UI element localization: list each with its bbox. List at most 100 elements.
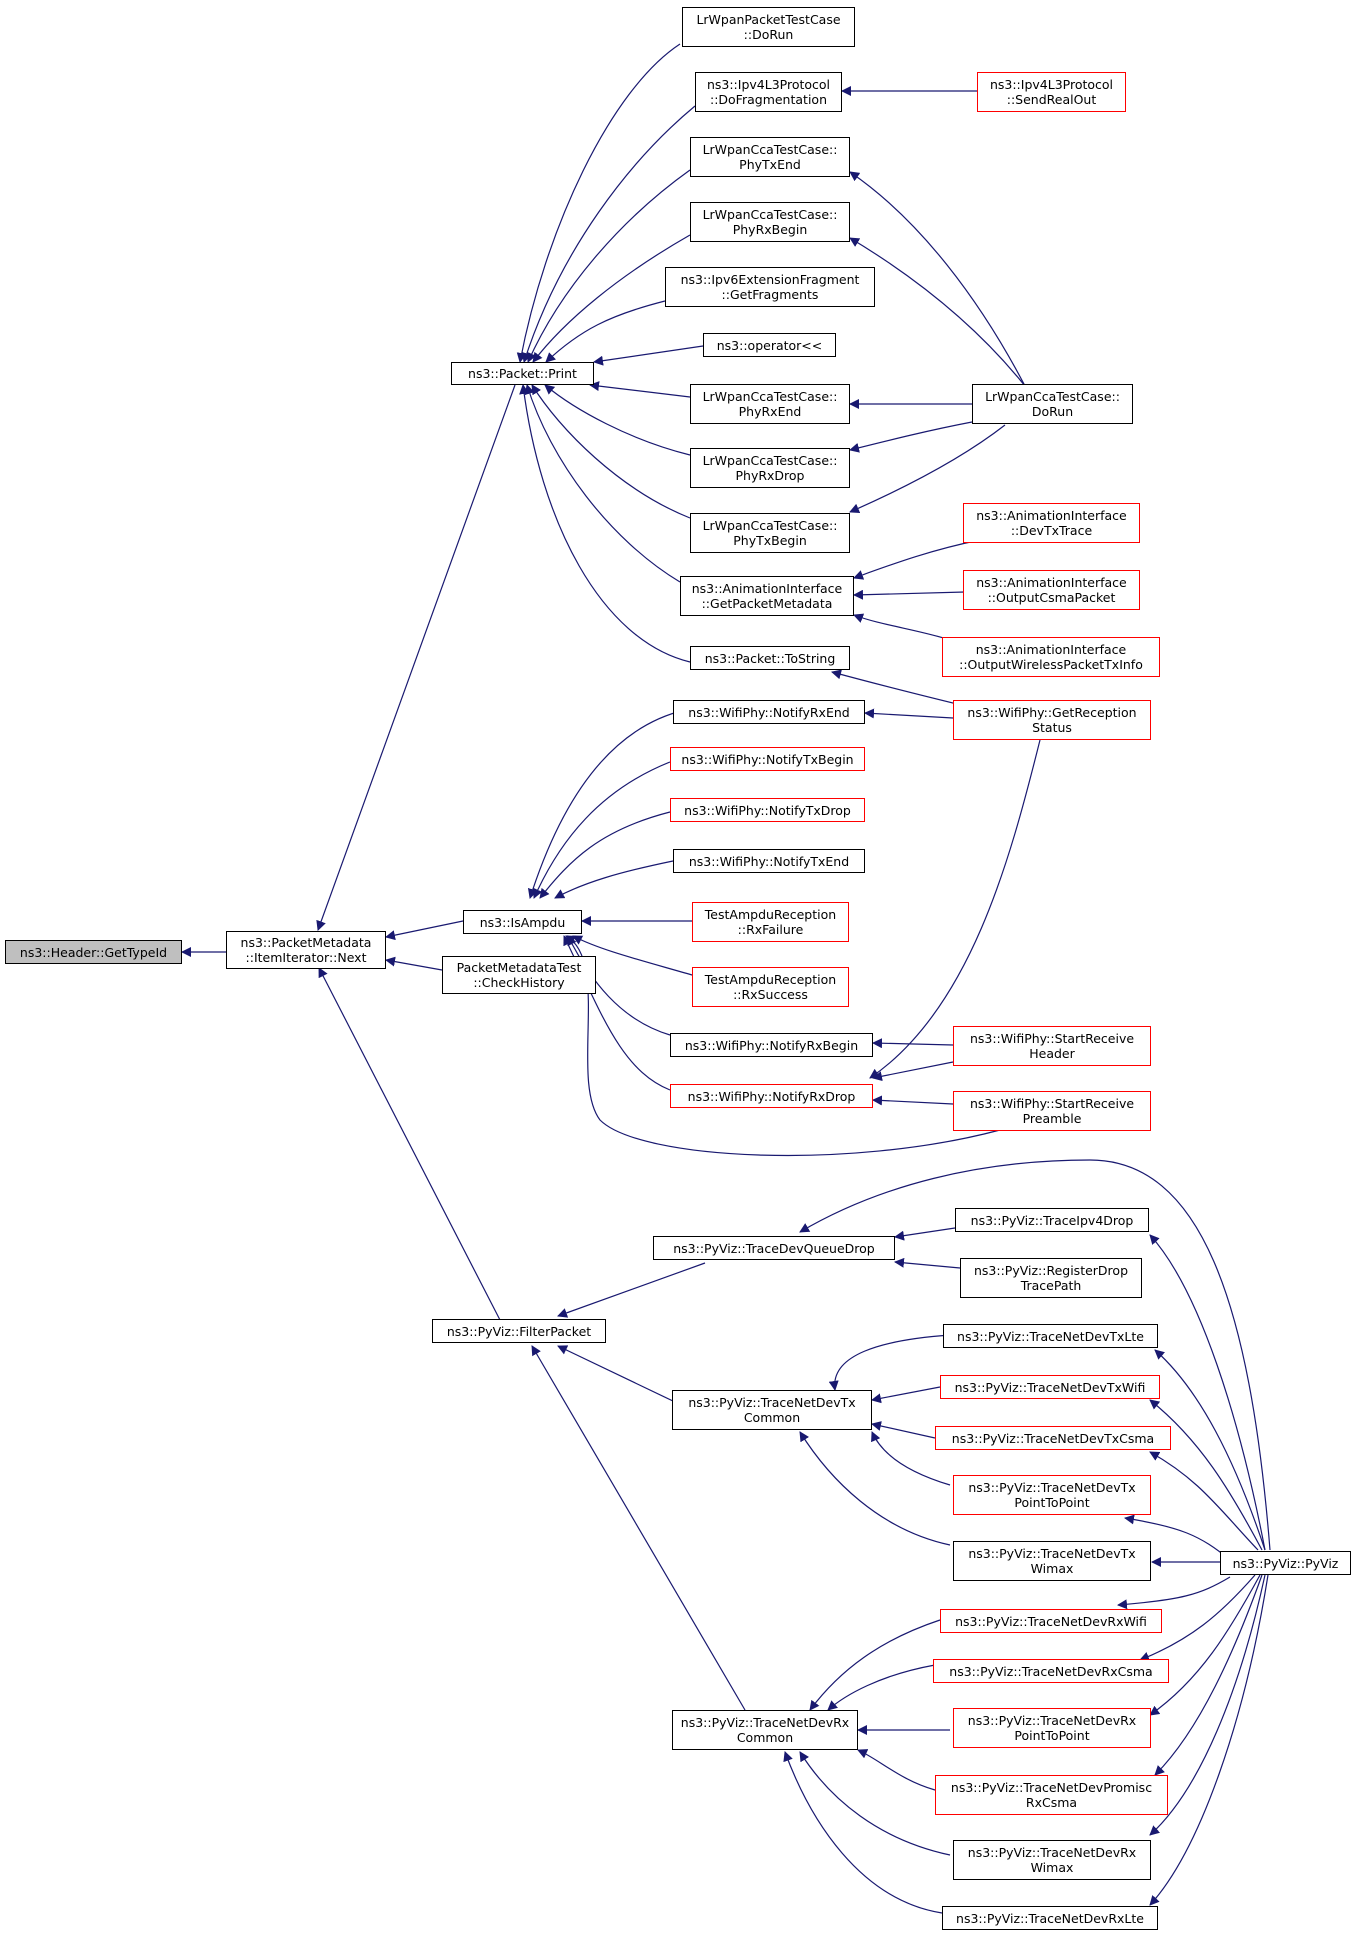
- node-rxwimax[interactable]: ns3::PyViz::TraceNetDevRx Wimax: [953, 1840, 1151, 1880]
- node-header[interactable]: ns3::Header::GetTypeId: [5, 940, 182, 964]
- node-lrdorun[interactable]: LrWpanPacketTestCase ::DoRun: [682, 7, 855, 47]
- edge-rxcsma-rxcommon: [827, 1664, 936, 1711]
- node-operator[interactable]: ns3::operator<<: [703, 333, 836, 357]
- node-notifytxend[interactable]: ns3::WifiPhy::NotifyTxEnd: [673, 849, 865, 873]
- edge-isampdu-next: [385, 920, 464, 941]
- edge-operator-print: [593, 345, 704, 366]
- edge-pyviz-txcsma: [1149, 1451, 1259, 1551]
- node-next[interactable]: ns3::PacketMetadata ::ItemIterator::Next: [226, 931, 386, 969]
- edge-notifytxdrop-isampdu: [539, 811, 671, 899]
- edge-txcsma-txcommon: [871, 1421, 936, 1439]
- node-wirelesspkt[interactable]: ns3::AnimationInterface ::OutputWireless…: [942, 637, 1160, 677]
- node-startrxheader[interactable]: ns3::WifiPhy::StartReceive Header: [953, 1026, 1151, 1066]
- node-rxp2p[interactable]: ns3::PyViz::TraceNetDevRx PointToPoint: [953, 1708, 1151, 1748]
- edge-rxwifi-rxcommon: [809, 1619, 941, 1711]
- edge-getreception-notifyrxdrop: [869, 739, 1041, 1079]
- node-notifyrxbegin[interactable]: ns3::WifiPhy::NotifyRxBegin: [670, 1033, 873, 1057]
- edge-wirelesspkt-getpkt: [853, 613, 951, 641]
- edge-print-next: [316, 384, 516, 931]
- node-rxcommon[interactable]: ns3::PyViz::TraceNetDevRx Common: [672, 1710, 858, 1750]
- node-devtx[interactable]: ns3::AnimationInterface ::DevTxTrace: [963, 503, 1140, 543]
- node-txcommon[interactable]: ns3::PyViz::TraceNetDevTx Common: [672, 1390, 872, 1430]
- edge-getpkt-print: [524, 384, 681, 583]
- node-notifytxdrop[interactable]: ns3::WifiPhy::NotifyTxDrop: [670, 798, 865, 822]
- edge-checkhist-next: [385, 956, 443, 971]
- node-traceipv4drop[interactable]: ns3::PyViz::TraceIpv4Drop: [955, 1208, 1149, 1232]
- edge-rxwimax-rxcommon: [799, 1751, 951, 1856]
- node-ipv4frag[interactable]: ns3::Ipv4L3Protocol ::DoFragmentation: [695, 72, 842, 112]
- node-txwifi[interactable]: ns3::PyViz::TraceNetDevTxWifi: [940, 1375, 1160, 1399]
- node-tracedevq[interactable]: ns3::PyViz::TraceDevQueueDrop: [653, 1236, 895, 1260]
- edge-txwimax-txcommon: [799, 1431, 951, 1546]
- edge-pyviz-rxp2p: [1149, 1574, 1261, 1716]
- node-getpkt[interactable]: ns3::AnimationInterface ::GetPacketMetad…: [680, 576, 854, 616]
- edge-csmapkt-getpkt: [853, 589, 966, 600]
- node-txcsma[interactable]: ns3::PyViz::TraceNetDevTxCsma: [935, 1426, 1171, 1450]
- node-ipv6frag[interactable]: ns3::Ipv6ExtensionFragment ::GetFragment…: [665, 267, 875, 307]
- edge-phytxbegin-print: [531, 384, 691, 519]
- edge-rxcommon-filter: [531, 1345, 746, 1711]
- node-startrxpreamble[interactable]: ns3::WifiPhy::StartReceive Preamble: [953, 1091, 1151, 1131]
- node-getreception[interactable]: ns3::WifiPhy::GetReception Status: [953, 700, 1151, 740]
- node-txp2p[interactable]: ns3::PyViz::TraceNetDevTx PointToPoint: [953, 1475, 1151, 1515]
- edge-txlte-txcommon: [828, 1334, 951, 1391]
- edge-txcommon-filter: [557, 1345, 676, 1403]
- node-phytxbegin[interactable]: LrWpanCcaTestCase:: PhyTxBegin: [690, 513, 850, 553]
- node-notifytxbegin[interactable]: ns3::WifiPhy::NotifyTxBegin: [670, 747, 865, 771]
- node-rxwifi[interactable]: ns3::PyViz::TraceNetDevRxWifi: [940, 1609, 1162, 1633]
- edge-txwifi-txcommon: [871, 1386, 941, 1404]
- node-rxfailure[interactable]: TestAmpduReception ::RxFailure: [692, 902, 849, 942]
- edge-rxlte-rxcommon: [783, 1751, 943, 1914]
- edge-txp2p-txcommon: [871, 1431, 951, 1486]
- node-txlte[interactable]: ns3::PyViz::TraceNetDevTxLte: [943, 1324, 1158, 1348]
- edge-startrxpreamble-notifyrxdrop: [872, 1095, 954, 1106]
- edge-notifyrxend-isampdu: [527, 709, 686, 899]
- node-checkhist[interactable]: PacketMetadataTest ::CheckHistory: [442, 956, 596, 994]
- node-print[interactable]: ns3::Packet::Print: [451, 362, 594, 385]
- edge-pyviz-tracedevq: [799, 1159, 1271, 1551]
- edge-ccadorun-phytxend: [849, 171, 1026, 387]
- edge-lrdorun-print: [516, 43, 681, 363]
- edge-pyviz-promisc: [1154, 1574, 1263, 1776]
- edge-registerdrop-tracedevq: [894, 1257, 961, 1269]
- node-rxcsma[interactable]: ns3::PyViz::TraceNetDevRxCsma: [933, 1659, 1169, 1683]
- node-tostring[interactable]: ns3::Packet::ToString: [690, 646, 850, 670]
- edge-pyviz-rxlte: [1149, 1574, 1269, 1906]
- edge-pyviz-txwifi: [1149, 1399, 1263, 1551]
- edge-notifytxbegin-isampdu: [533, 761, 671, 899]
- node-filter[interactable]: ns3::PyViz::FilterPacket: [432, 1319, 606, 1343]
- node-registerdrop[interactable]: ns3::PyViz::RegisterDrop TracePath: [960, 1258, 1142, 1298]
- edge-ccadorun-phyrxdrop: [849, 421, 973, 453]
- node-txwimax[interactable]: ns3::PyViz::TraceNetDevTx Wimax: [953, 1541, 1151, 1581]
- node-phytxend[interactable]: LrWpanCcaTestCase:: PhyTxEnd: [690, 137, 850, 177]
- node-csmapkt[interactable]: ns3::AnimationInterface ::OutputCsmaPack…: [963, 570, 1140, 610]
- edge-rxsuccess-isampdu: [572, 935, 693, 976]
- node-rxsuccess[interactable]: TestAmpduReception ::RxSuccess: [692, 967, 849, 1007]
- node-phyrxdrop[interactable]: LrWpanCcaTestCase:: PhyRxDrop: [690, 448, 850, 488]
- node-notifyrxend[interactable]: ns3::WifiPhy::NotifyRxEnd: [673, 700, 865, 724]
- edge-phyrxdrop-print: [544, 384, 691, 456]
- node-ccadorun[interactable]: LrWpanCcaTestCase:: DoRun: [972, 384, 1133, 424]
- node-phyrxend[interactable]: LrWpanCcaTestCase:: PhyRxEnd: [690, 384, 850, 424]
- edge-notifyrxbegin-isampdu: [567, 935, 671, 1036]
- edge-traceipv4drop-tracedevq: [894, 1227, 956, 1241]
- node-notifyrxdrop[interactable]: ns3::WifiPhy::NotifyRxDrop: [670, 1084, 873, 1108]
- edge-tracedevq-filter: [557, 1262, 706, 1318]
- edge-pyviz-rxwifi: [1117, 1576, 1231, 1610]
- node-promisc[interactable]: ns3::PyViz::TraceNetDevPromisc RxCsma: [935, 1775, 1168, 1815]
- node-sendreal[interactable]: ns3::Ipv4L3Protocol ::SendRealOut: [977, 72, 1126, 112]
- edge-ccadorun-phyrxbegin: [849, 237, 1026, 387]
- edge-startrxheader-notifyrxbegin: [872, 1038, 954, 1049]
- node-phyrxbegin[interactable]: LrWpanCcaTestCase:: PhyRxBegin: [690, 202, 850, 242]
- edge-startrxheader-notifyrxdrop: [872, 1061, 954, 1082]
- edge-getreception-notifyrxend: [864, 708, 954, 719]
- edge-pyviz-traceipv4drop: [1149, 1234, 1266, 1551]
- edge-ipv6frag-print: [545, 300, 666, 363]
- node-rxlte[interactable]: ns3::PyViz::TraceNetDevRxLte: [942, 1906, 1158, 1930]
- edge-ipv4frag-print: [521, 105, 696, 363]
- node-isampdu[interactable]: ns3::IsAmpdu: [463, 910, 582, 934]
- node-pyviz[interactable]: ns3::PyViz::PyViz: [1220, 1551, 1351, 1575]
- edge-filter-next: [318, 967, 501, 1321]
